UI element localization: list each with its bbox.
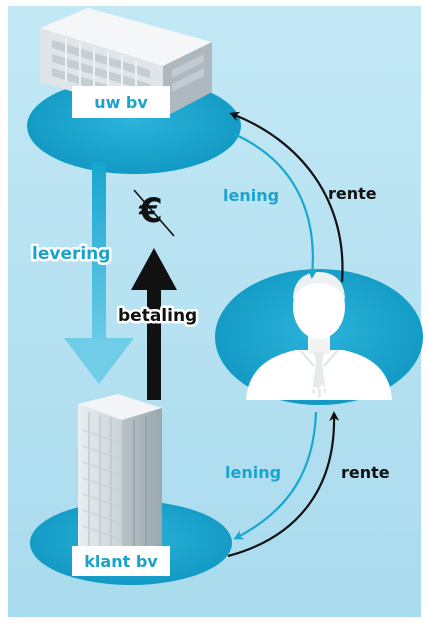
delivery-label: levering (32, 244, 110, 264)
bottom-company-label-box (72, 546, 170, 576)
businessman-icon (246, 272, 392, 400)
delivery-arrowhead (64, 338, 134, 384)
bottom-company-label: klant bv (84, 552, 158, 571)
top-company-node: uw bv (27, 8, 241, 174)
person-node: klant DGA (215, 269, 423, 405)
top-company-label-box (72, 86, 170, 118)
loan-top-arrow (233, 132, 318, 279)
payment-arrow: betaling (116, 248, 200, 400)
top-company-label: uw bv (94, 93, 148, 112)
interest-bottom-label: rente (341, 463, 390, 482)
interest-bottom-arrow (227, 411, 340, 558)
interest-top-arrow (229, 111, 344, 283)
euro-symbol: € (138, 191, 163, 231)
payment-label: betaling (118, 306, 197, 326)
loan-bottom-arrow (233, 411, 318, 540)
delivery-arrow: levering (30, 162, 134, 384)
bottom-company-node: klant bv (30, 394, 232, 585)
person-label: klant DGA (281, 381, 372, 400)
office-tower-icon (78, 394, 162, 562)
payment-arrowhead (131, 248, 177, 290)
interest-top-label: rente (328, 184, 377, 203)
loan-bottom-label: lening (225, 463, 281, 482)
euro-crossed-icon: € (133, 189, 175, 237)
top-loan-interest-arrows: lening rente (223, 111, 377, 283)
bottom-loan-interest-arrows: lening rente (225, 411, 390, 558)
loan-top-label: lening (223, 186, 279, 205)
